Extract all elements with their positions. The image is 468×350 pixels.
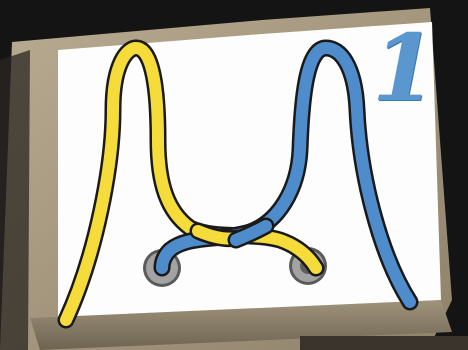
bottom-ledge xyxy=(300,336,468,350)
card-frame-shadow xyxy=(0,50,30,350)
step-number: 1 xyxy=(372,18,432,118)
